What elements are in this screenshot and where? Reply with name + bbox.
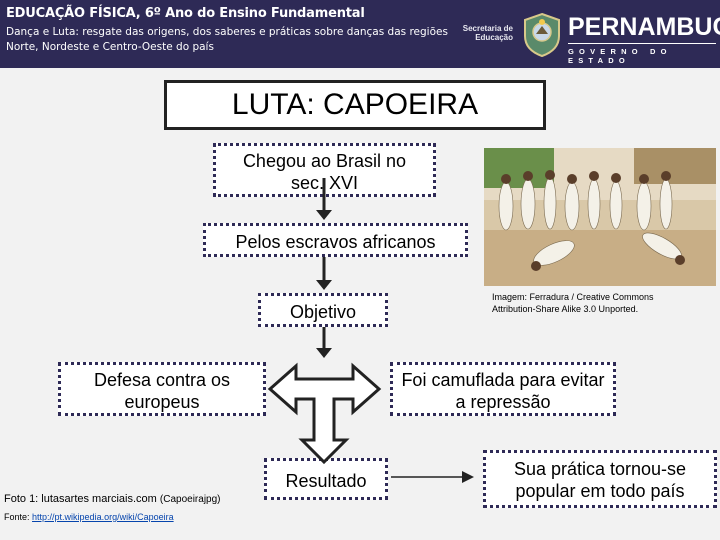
brand-subtitle: GOVERNO DO ESTADO	[568, 47, 672, 65]
brand-name: PERNAMBUCO	[568, 13, 720, 41]
source-link[interactable]: http://pt.wikipedia.org/wiki/Capoeira	[32, 512, 174, 522]
page-title: LUTA: CAPOEIRA	[164, 80, 546, 130]
three-way-arrow	[267, 362, 382, 465]
header-banner: EDUCAÇÃO FÍSICA, 6º Ano do Ensino Fundam…	[0, 0, 720, 68]
state-seal-icon	[524, 12, 560, 58]
arrow-down-3	[316, 327, 332, 358]
arrow-down-2	[316, 257, 332, 290]
arrow-right-result	[391, 471, 474, 483]
arrow-down-1	[316, 178, 332, 220]
photo-file: (Capoeirajpg)	[159, 494, 221, 505]
course-subtitle: Dança e Luta: resgate das origens, dos s…	[6, 26, 448, 53]
box-defesa: Defesa contra os europeus	[58, 362, 266, 416]
box-resultado: Resultado	[264, 458, 388, 500]
box-camuflada: Foi camuflada para evitar a repressão	[390, 362, 616, 416]
box-escravos: Pelos escravos africanos	[203, 223, 468, 257]
source-line: Fonte: http://pt.wikipedia.org/wiki/Capo…	[4, 512, 174, 522]
capoeira-photo	[484, 148, 716, 286]
secretaria-label: Secretaria de Educação	[462, 24, 513, 42]
image-caption: Imagem: Ferradura / Creative Commons Att…	[492, 292, 654, 314]
course-title: EDUCAÇÃO FÍSICA, 6º Ano do Ensino Fundam…	[6, 6, 365, 21]
box-objetivo: Objetivo	[258, 293, 388, 327]
brand-divider	[568, 43, 716, 44]
box-popular: Sua prática tornou-se popular em todo pa…	[483, 450, 717, 508]
photo-credit: Foto 1: lutasartes marciais.com (Capoeir…	[4, 493, 221, 505]
